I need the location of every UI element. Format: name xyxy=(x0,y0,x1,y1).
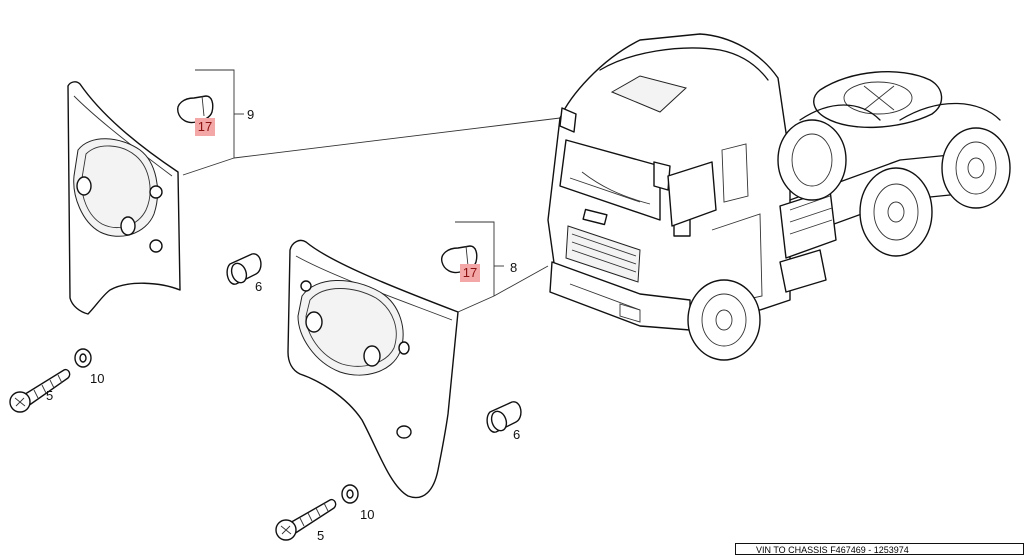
callout-17-lower-hotspot[interactable]: 17 xyxy=(460,264,480,282)
callout-10-lower: 10 xyxy=(360,507,375,522)
callout-8: 8 xyxy=(510,260,518,275)
callout-9: 9 xyxy=(247,107,255,122)
washer-lower xyxy=(341,484,359,504)
callout-6-lower: 6 xyxy=(513,427,521,442)
bushing-lower xyxy=(486,401,522,433)
screw-upper xyxy=(9,368,71,413)
mirror-plate-lower xyxy=(287,239,459,499)
chassis-reference-box: VIN TO CHASSIS F467469 - 1253974 xyxy=(735,543,1024,555)
mirror-plate-upper xyxy=(67,81,181,315)
callout-6-upper: 6 xyxy=(255,279,263,294)
bracket-9 xyxy=(182,69,561,176)
bushing-upper xyxy=(226,253,262,285)
washer-upper xyxy=(74,348,92,368)
callout-5-lower: 5 xyxy=(317,528,325,543)
bulb-upper xyxy=(177,95,214,124)
truck-illustration xyxy=(547,33,1011,361)
bracket-8 xyxy=(455,221,549,313)
callout-5-upper: 5 xyxy=(46,388,54,403)
chassis-reference-text: VIN TO CHASSIS F467469 - 1253974 xyxy=(756,545,909,555)
screw-lower xyxy=(275,498,337,541)
callout-17-upper-hotspot[interactable]: 17 xyxy=(195,118,215,136)
callout-10-upper: 10 xyxy=(90,371,105,386)
